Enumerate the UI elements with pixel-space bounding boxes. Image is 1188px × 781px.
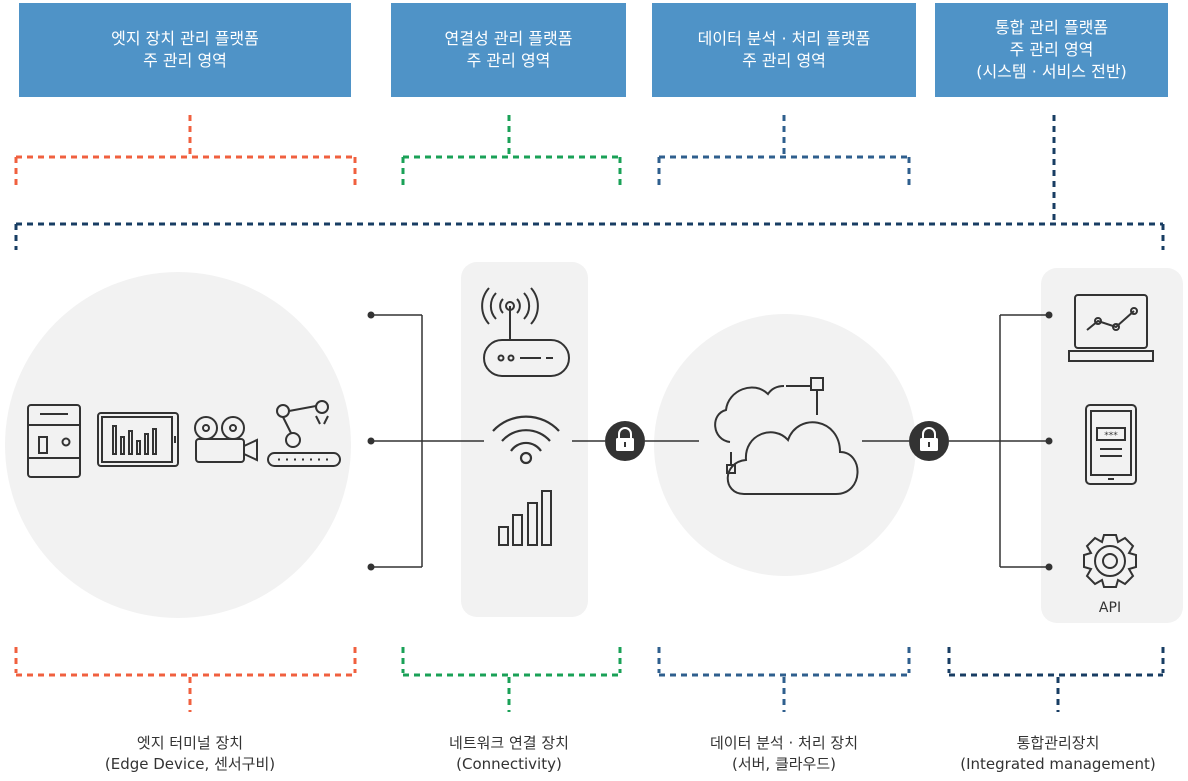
bottom-bracket-edge [14,647,357,712]
header-network-line2: 주 관리 영역 [466,51,551,70]
laptop-chart-icon [1068,294,1154,362]
robot-arm-icon [267,400,341,467]
caption-data-line2: (서버, 클라우드) [731,755,837,773]
tablet-password-icon: *** [1085,404,1137,485]
svg-text:***: *** [1104,431,1118,441]
caption-data-device: 데이터 분석 · 처리 장치 (서버, 클라우드) [654,733,914,775]
caption-integrated-device: 통합관리장치 (Integrated management) [928,733,1188,775]
caption-edge-line1: 엣지 터미널 장치 [136,734,244,752]
top-bracket-network [401,115,622,185]
top-bracket-integrated [14,115,1165,250]
tablet-chart-icon [97,412,179,467]
header-data-line1: 데이터 분석 · 처리 플랫폼 [697,29,871,48]
caption-network-line2: (Connectivity) [456,755,562,773]
lock-icon [909,421,949,461]
cloud-icon [714,377,859,495]
header-box-edge: 엣지 장치 관리 플랫폼 주 관리 영역 [19,3,351,97]
caption-edge-device: 엣지 터미널 장치 (Edge Device, 센서구비) [60,733,320,775]
header-box-network: 연결성 관리 플랫폼 주 관리 영역 [391,3,626,97]
kiosk-icon [27,404,81,478]
integrated-connector [949,314,1049,568]
gear-icon [1083,534,1137,588]
bottom-bracket-data [657,647,911,712]
header-edge-line2: 주 관리 영역 [143,51,227,70]
api-label: API [1099,600,1121,616]
connector-dot [367,437,375,445]
header-integrated-line2: 주 관리 영역 [1009,40,1094,59]
header-edge-line1: 엣지 장치 관리 플랫폼 [111,29,259,48]
header-integrated-line3: (시스템 · 서비스 전반) [976,62,1127,81]
signal-bars-icon [498,490,552,546]
caption-edge-line2: (Edge Device, 센서구비) [104,755,276,773]
router-icon [481,287,570,377]
lock-icon [605,421,645,461]
header-box-data: 데이터 분석 · 처리 플랫폼 주 관리 영역 [652,3,916,97]
caption-integrated-line2: (Integrated management) [960,755,1156,773]
connector-dot [367,311,375,319]
integrated-management-panel [1041,268,1183,623]
header-network-line1: 연결성 관리 플랫폼 [444,29,573,48]
video-camera-icon [194,416,258,463]
top-bracket-data [657,115,911,185]
bottom-bracket-network [401,647,622,712]
connector-dot [367,563,375,571]
wifi-icon [492,415,560,465]
network-device-panel [461,262,588,617]
caption-network-line1: 네트워크 연결 장치 [449,734,569,752]
header-integrated-line1: 통합 관리 플랫폼 [994,18,1109,37]
connector-dot [1045,563,1053,571]
header-box-integrated: 통합 관리 플랫폼 주 관리 영역 (시스템 · 서비스 전반) [935,3,1168,97]
caption-data-line1: 데이터 분석 · 처리 장치 [709,734,859,752]
connector-dot [1045,437,1053,445]
edge-connector [371,314,484,568]
data-processing-area [654,314,916,576]
caption-network-device: 네트워크 연결 장치 (Connectivity) [379,733,639,775]
caption-integrated-line1: 통합관리장치 [1016,734,1100,752]
header-data-line2: 주 관리 영역 [742,51,826,70]
connector-dot [1045,311,1053,319]
bottom-bracket-integrated [947,647,1165,712]
top-bracket-edge [14,115,357,185]
